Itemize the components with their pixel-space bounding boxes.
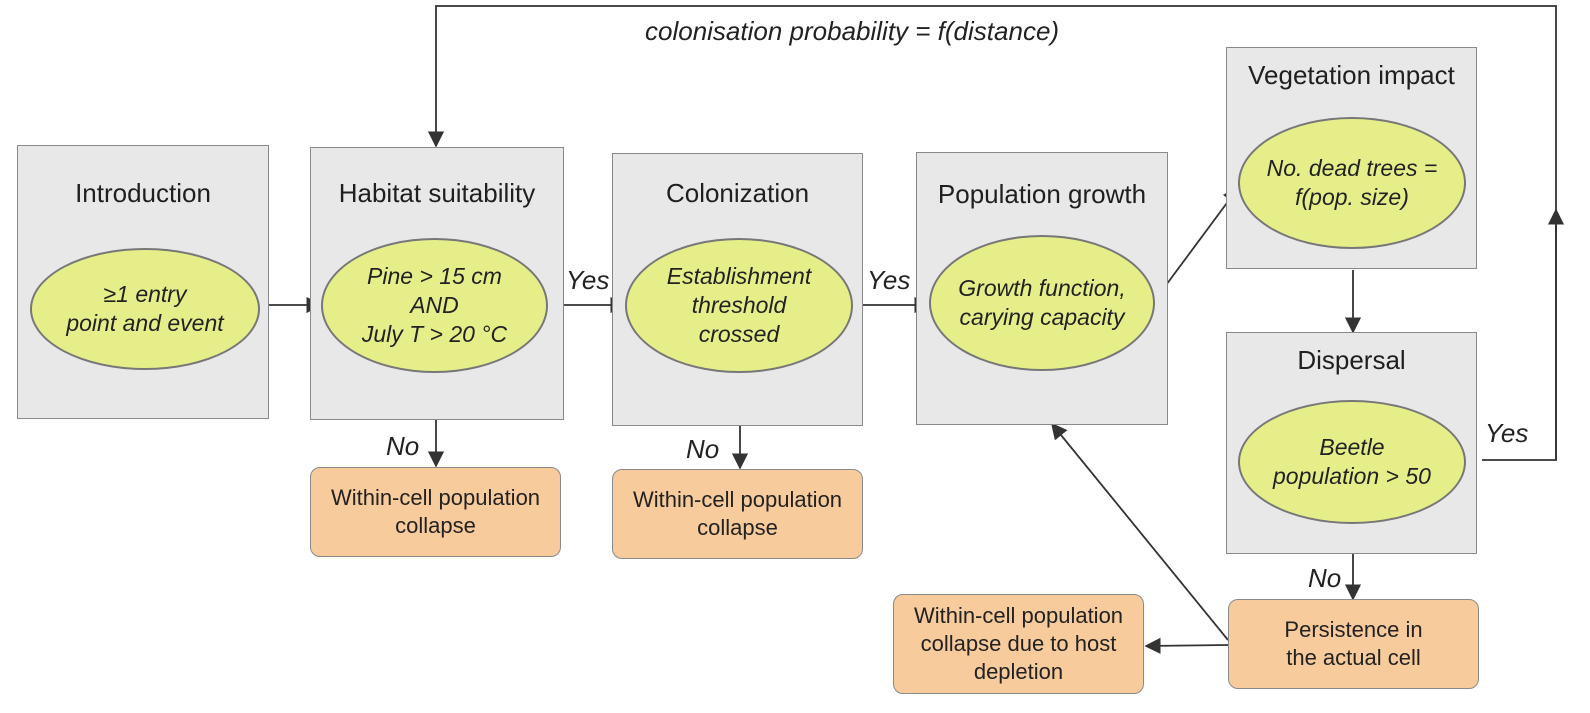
introduction-condition: ≥1 entry point and event	[30, 248, 260, 370]
condition-line: Pine > 15 cm	[367, 263, 502, 289]
outcome-line: Within-cell population	[330, 485, 541, 510]
outcome-line: depletion	[973, 659, 1064, 684]
outcome-line: collapse	[395, 513, 476, 538]
persistence-outcome: Persistence in the actual cell	[1228, 599, 1479, 689]
colonization-condition: Establishment threshold crossed	[625, 238, 853, 373]
vegetation-impact-condition: No. dead trees = f(pop. size)	[1238, 117, 1466, 249]
condition-line: f(pop. size)	[1295, 184, 1409, 210]
condition-line: Growth function,	[958, 275, 1126, 301]
dispersal-title: Dispersal	[1297, 345, 1406, 375]
arrow-persistence-growth	[1050, 422, 1229, 641]
host-depletion-collapse-outcome: Within-cell population collapse due to h…	[893, 594, 1144, 694]
condition-line: point and event	[66, 310, 224, 336]
population-growth-title: Population growth	[937, 179, 1147, 209]
condition-line: ≥1 entry	[103, 281, 187, 307]
yes-label-dispersal: Yes	[1485, 418, 1529, 448]
arrow-growth-vegetation	[1154, 186, 1239, 301]
no-label-dispersal: No	[1308, 563, 1342, 593]
condition-line: July T > 20 °C	[361, 321, 508, 347]
distance-function-label: colonisation probability = f(distance)	[645, 16, 1060, 46]
outcome-line: Within-cell population	[632, 487, 843, 512]
yes-label-habitat: Yes	[566, 265, 610, 295]
collapse-outcome-habitat: Within-cell population collapse	[310, 467, 561, 557]
no-label-colonization: No	[686, 434, 720, 464]
feedback-loop-arrow	[427, 5, 1557, 461]
outcome-line: Within-cell population	[913, 603, 1124, 628]
vegetation-impact-title: Vegetation impact	[1248, 60, 1455, 90]
outcome-line: collapse	[697, 515, 778, 540]
condition-line: AND	[410, 292, 459, 318]
outcome-line: the actual cell	[1286, 645, 1421, 670]
condition-line: threshold	[691, 292, 787, 318]
habitat-suitability-title: Habitat suitability	[338, 178, 536, 208]
introduction-title: Introduction	[75, 178, 211, 208]
outcome-line: Persistence in	[1284, 617, 1423, 642]
collapse-outcome-colonization: Within-cell population collapse	[612, 469, 863, 559]
colonization-title: Colonization	[665, 178, 810, 208]
condition-line: No. dead trees =	[1266, 155, 1438, 181]
dispersal-condition: Beetle population > 50	[1238, 400, 1466, 524]
condition-line: crossed	[698, 321, 780, 347]
yes-label-colonization: Yes	[867, 265, 911, 295]
outcome-line: collapse due to host	[920, 631, 1117, 656]
population-growth-condition: Growth function, carying capacity	[929, 235, 1155, 371]
condition-line: population > 50	[1273, 463, 1431, 489]
arrow-persistence-host-collapse	[1144, 637, 1229, 654]
habitat-suitability-condition: Pine > 15 cm AND July T > 20 °C	[321, 238, 548, 373]
no-label-habitat: No	[386, 431, 420, 461]
condition-line: carying capacity	[959, 304, 1125, 330]
condition-line: Beetle	[1319, 434, 1385, 460]
condition-line: Establishment	[666, 263, 812, 289]
